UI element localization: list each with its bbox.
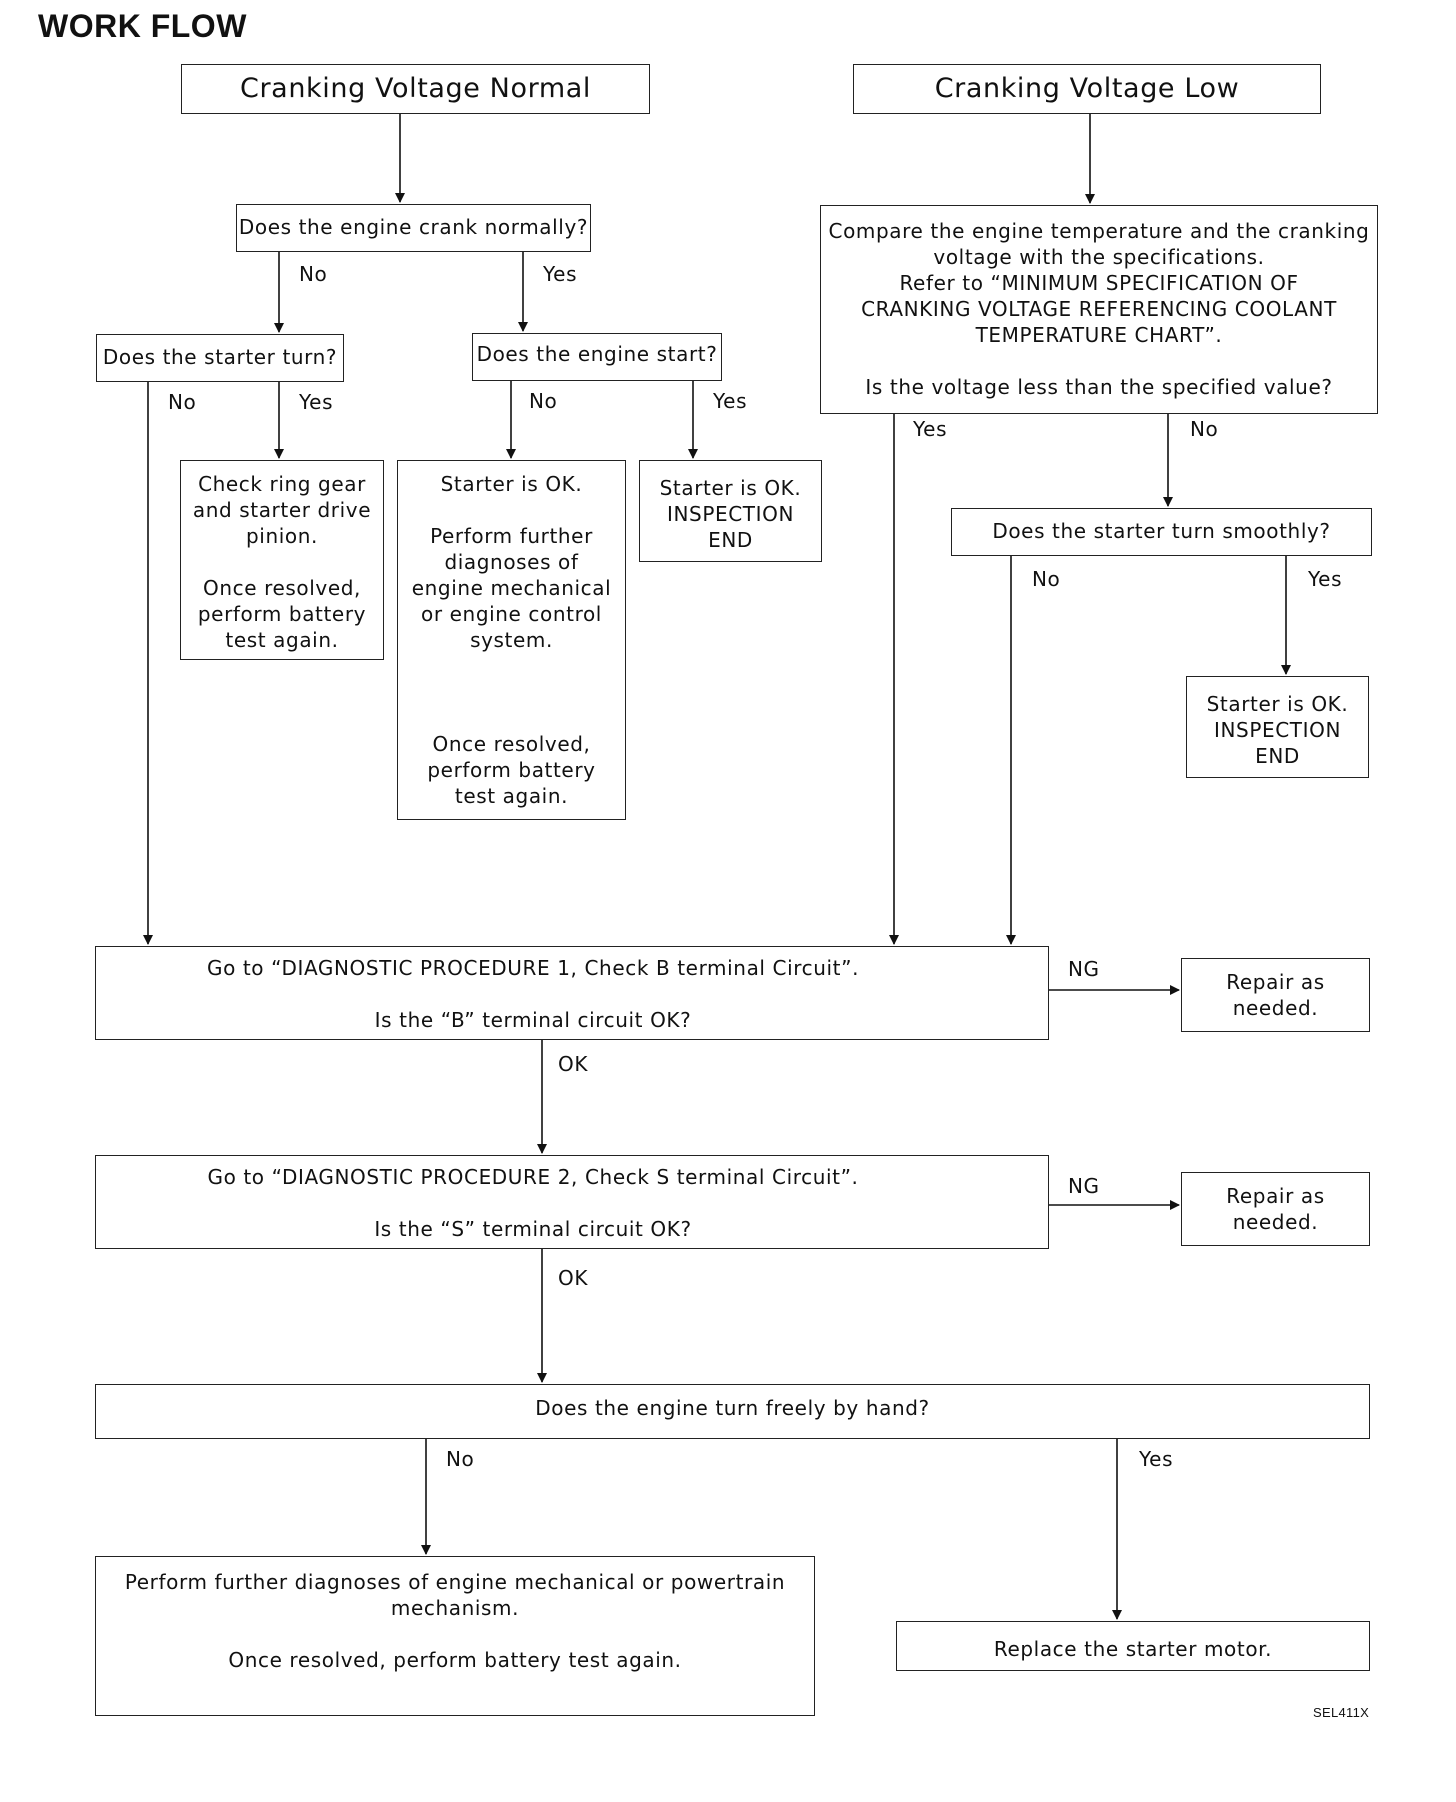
node-text-line: Cranking Voltage Low (934, 73, 1240, 104)
node-text-line: Go to “DIAGNOSTIC PROCEDURE 1, Check B t… (206, 956, 860, 980)
node-text-line: Replace the starter motor. (993, 1637, 1273, 1661)
label-starter-turn-no: No (168, 390, 197, 414)
node-text-line: Cranking Voltage Normal (240, 73, 591, 104)
cranking-voltage-low-box: Cranking Voltage Low (853, 64, 1321, 114)
label-proc1-ng: NG (1068, 957, 1100, 981)
node-text-line: Repair as (1226, 970, 1325, 994)
node-text-line: Refer to “MINIMUM SPECIFICATION OF (899, 271, 1299, 295)
node-text-line: Perform further diagnoses of engine mech… (124, 1570, 786, 1594)
node-text-line: and starter drive (192, 498, 372, 522)
cranking-voltage-normal-box: Cranking Voltage Normal (181, 64, 650, 114)
node-text-line: perform battery (427, 758, 596, 782)
label-voltage-no: No (1190, 417, 1219, 441)
label-crank-no: No (299, 262, 328, 286)
diagnostic-procedure-2-box: Go to “DIAGNOSTIC PROCEDURE 2, Check S t… (95, 1155, 1049, 1249)
node-text-line: Does the engine turn freely by hand? (535, 1396, 930, 1420)
node-text-line: Repair as (1226, 1184, 1325, 1208)
replace-starter-motor-box: Replace the starter motor. (896, 1621, 1370, 1671)
node-text-line: INSPECTION (666, 502, 795, 526)
node-text-line: test again. (454, 784, 569, 808)
node-text-line: Compare the engine temperature and the c… (828, 219, 1370, 243)
diagnostic-procedure-1-box: Go to “DIAGNOSTIC PROCEDURE 1, Check B t… (95, 946, 1049, 1040)
node-text-line: Once resolved, (203, 576, 361, 600)
node-text-line: Starter is OK. (1206, 692, 1349, 716)
label-hand-yes: Yes (1139, 1447, 1174, 1471)
node-text-line: engine mechanical (411, 576, 612, 600)
node-text-line: needed. (1232, 1210, 1319, 1234)
page-title: WORK FLOW (38, 8, 247, 44)
starter-turn-smoothly-question: Does the starter turn smoothly? (951, 508, 1372, 556)
node-text-line: TEMPERATURE CHART”. (975, 323, 1223, 347)
engine-start-question: Does the engine start? (472, 333, 722, 381)
node-text-line: Go to “DIAGNOSTIC PROCEDURE 2, Check S t… (207, 1165, 859, 1189)
node-text-line: CRANKING VOLTAGE REFERENCING COOLANT (861, 297, 1337, 321)
node-text-line: Does the engine crank normally? (238, 215, 589, 239)
node-text-line: mechanism. (390, 1596, 520, 1620)
node-text-line: Is the voltage less than the specified v… (865, 375, 1333, 399)
compare-temperature-voltage-box: Compare the engine temperature and the c… (820, 205, 1378, 414)
engine-crank-normally-question: Does the engine crank normally? (236, 204, 591, 252)
label-crank-yes: Yes (543, 262, 578, 286)
node-text-line: Does the engine start? (476, 342, 718, 366)
node-text-line: Once resolved, (432, 732, 591, 756)
node-text-line: test again. (225, 628, 339, 652)
node-text-line: pinion. (246, 524, 318, 548)
node-text-line: END (1255, 744, 1300, 768)
node-text-line: Does the starter turn? (102, 345, 338, 369)
label-smooth-yes: Yes (1308, 567, 1343, 591)
node-text-line: voltage with the specifications. (933, 245, 1265, 269)
node-text-line: Perform further (430, 524, 593, 548)
node-text-line: Is the “S” terminal circuit OK? (374, 1217, 692, 1241)
label-starter-turn-yes: Yes (299, 390, 334, 414)
node-text-line: Starter is OK. (659, 476, 802, 500)
node-text-line: or engine control (421, 602, 602, 626)
node-text-line: perform battery (197, 602, 367, 626)
label-engine-start-yes: Yes (713, 389, 748, 413)
node-text-line: system. (470, 628, 553, 652)
node-text-line: needed. (1232, 996, 1319, 1020)
figure-code: SEL411X (1313, 1705, 1370, 1720)
label-voltage-yes: Yes (913, 417, 948, 441)
label-proc1-ok: OK (558, 1052, 589, 1076)
node-text-line: Does the starter turn smoothly? (992, 519, 1331, 543)
label-engine-start-no: No (529, 389, 558, 413)
further-diagnosis-powertrain-box: Perform further diagnoses of engine mech… (95, 1556, 815, 1716)
node-text-line: diagnoses of (444, 550, 579, 574)
label-hand-no: No (446, 1447, 475, 1471)
label-proc2-ng: NG (1068, 1174, 1100, 1198)
node-text-line: END (708, 528, 753, 552)
node-text-line: Is the “B” terminal circuit OK? (374, 1008, 692, 1032)
node-text-line: Once resolved, perform battery test agai… (228, 1648, 682, 1672)
engine-turn-by-hand-question: Does the engine turn freely by hand? (95, 1384, 1370, 1439)
label-smooth-no: No (1032, 567, 1061, 591)
label-proc2-ok: OK (558, 1266, 589, 1290)
starter-turn-question: Does the starter turn? (96, 334, 344, 382)
node-text-line: INSPECTION (1213, 718, 1342, 742)
node-text-line: Starter is OK. (440, 472, 583, 496)
node-text-line: Check ring gear (198, 472, 366, 496)
